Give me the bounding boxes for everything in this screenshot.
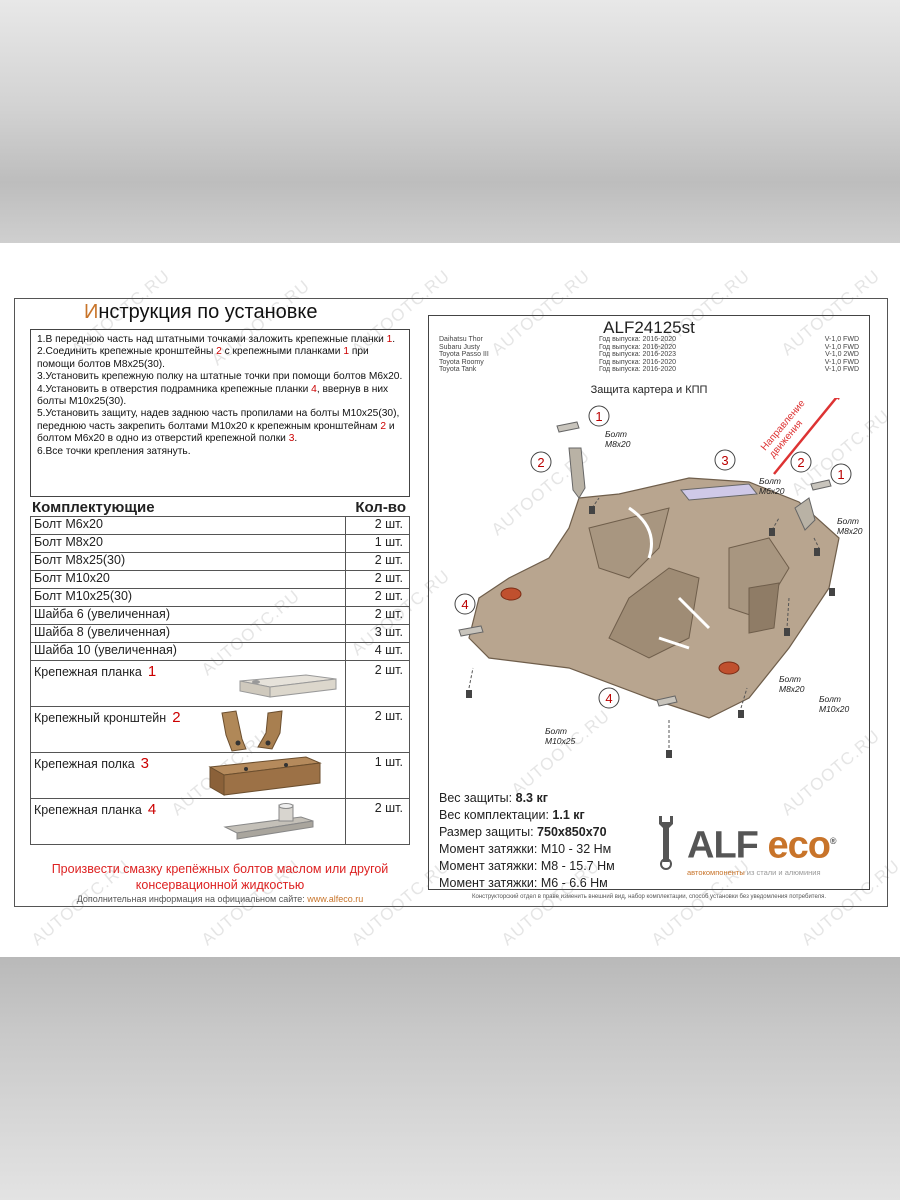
spec-size: Размер защиты: 750х850х70 <box>439 825 607 839</box>
callout-4-left <box>454 593 476 615</box>
kit-column-item: Комплектующие <box>32 499 155 516</box>
callout-4-right <box>598 687 620 709</box>
disclaimer: Конструкторский отдел в праве изменить в… <box>471 894 827 900</box>
instruction-sheet: AUTOOTC.RU AUTOOTC.RU AUTOOTC.RU AUTOOTC… <box>0 243 900 957</box>
table-row: Болт М8х25(30)2 шт. <box>30 552 410 571</box>
kit-header: Комплектующие Кол-во <box>30 499 410 516</box>
shelf-3 <box>680 483 758 501</box>
step: 6.Все точки крепления затянуть. <box>37 445 191 457</box>
mounting-plate-4-image <box>223 803 314 840</box>
mounting-shelf-3-image <box>208 756 322 796</box>
step: 4.Установить в отверстия подрамника креп… <box>37 383 389 408</box>
svg-text:4: 4 <box>605 691 612 706</box>
label-bolt-m8x20-bottom: Болт М8х20 <box>779 674 805 694</box>
label-bolt-m10x20: Болт М10х20 <box>819 694 850 714</box>
plate-1-right <box>810 479 832 491</box>
label-bolt-m8x20-right: Болт М8х20 <box>837 516 863 536</box>
table-row: Шайба 6 (увеличенная)2 шт. <box>30 606 410 625</box>
step: 3.Установить крепежную полку на штатные … <box>37 371 403 383</box>
lubrication-note: Произвести смазку крепёжных болтов масло… <box>51 862 389 892</box>
title-first-letter: И <box>84 301 99 323</box>
table-row: Болт М10х25(30)2 шт. <box>30 588 410 607</box>
step: 2.Соединить крепежные кронштейны 2 с кре… <box>37 346 369 370</box>
plate-4-right <box>656 695 678 707</box>
installation-steps: 1.В переднюю часть над штатными точками … <box>30 329 410 497</box>
callout-2-right <box>790 451 812 473</box>
bracket-2-right <box>794 497 816 531</box>
rubber-pad <box>718 661 740 675</box>
step: 5.Установить защиту, надев заднюю часть … <box>37 408 400 445</box>
assembly-diagram: 1 2 3 2 1 4 4 <box>454 398 852 758</box>
spec-weight: Вес защиты: 8.3 кг <box>439 791 548 805</box>
blurred-background-top <box>0 0 900 243</box>
mounting-bracket-2-image <box>221 710 283 752</box>
blurred-background-bottom <box>0 957 900 1200</box>
title-rest: нструкция по установке <box>98 301 318 323</box>
website-link[interactable]: www.alfeco.ru <box>307 894 364 904</box>
label-bolt-m10x25: Болт М10х25 <box>545 726 576 746</box>
website-info: Дополнительная информация на официальном… <box>76 894 364 904</box>
spec-kit-weight: Вес комплектации: 1.1 кг <box>439 808 585 822</box>
svg-text:2: 2 <box>537 455 544 470</box>
callout-1-right <box>830 463 852 485</box>
spec-torque-m6: Момент затяжки: М6 - 6.6 Нм <box>439 876 608 890</box>
sheet-frame <box>14 298 888 907</box>
wrench-icon <box>659 816 673 870</box>
brand-logo: ALF eco® автокомпоненты из стали и алюми… <box>687 824 837 877</box>
svg-text:3: 3 <box>721 453 728 468</box>
label-bolt-m8x20-left: Болт М8х20 <box>605 429 631 449</box>
product-code: ALF24125st <box>603 318 695 337</box>
table-row: Шайба 8 (увеличенная)3 шт. <box>30 624 410 643</box>
callout-2-left <box>530 451 552 473</box>
mounting-plate-1-image <box>239 674 337 698</box>
rubber-pad <box>500 587 522 601</box>
plate-4-left <box>458 625 484 637</box>
callout-1-left <box>588 405 610 427</box>
table-row: Шайба 10 (увеличенная)4 шт. <box>30 642 410 661</box>
specifications: Вес защиты: 8.3 кг Вес комплектации: 1.1… <box>439 790 615 892</box>
plate-1-left <box>556 421 580 433</box>
spec-torque-m8: Момент затяжки: М8 - 15.7 Нм <box>439 859 615 873</box>
panel-subtitle: Защита картера и КПП <box>590 384 708 396</box>
spec-torque-m10: Момент затяжки: М10 - 32 Нм <box>439 842 612 856</box>
svg-text:1: 1 <box>837 467 844 482</box>
bracket-2-left <box>568 447 586 499</box>
brand-tagline: автокомпоненты из стали и алюминия <box>687 867 821 877</box>
svg-text:4: 4 <box>461 597 468 612</box>
svg-text:1: 1 <box>595 409 602 424</box>
svg-text:2: 2 <box>797 455 804 470</box>
step: 1.В переднюю часть над штатными точками … <box>37 334 396 345</box>
callout-3 <box>714 449 736 471</box>
kit-column-qty: Кол-во <box>355 499 406 516</box>
page-title: Инструкция по установке <box>84 301 317 324</box>
label-bolt-m6x20: Болт М6х20 <box>759 476 785 496</box>
